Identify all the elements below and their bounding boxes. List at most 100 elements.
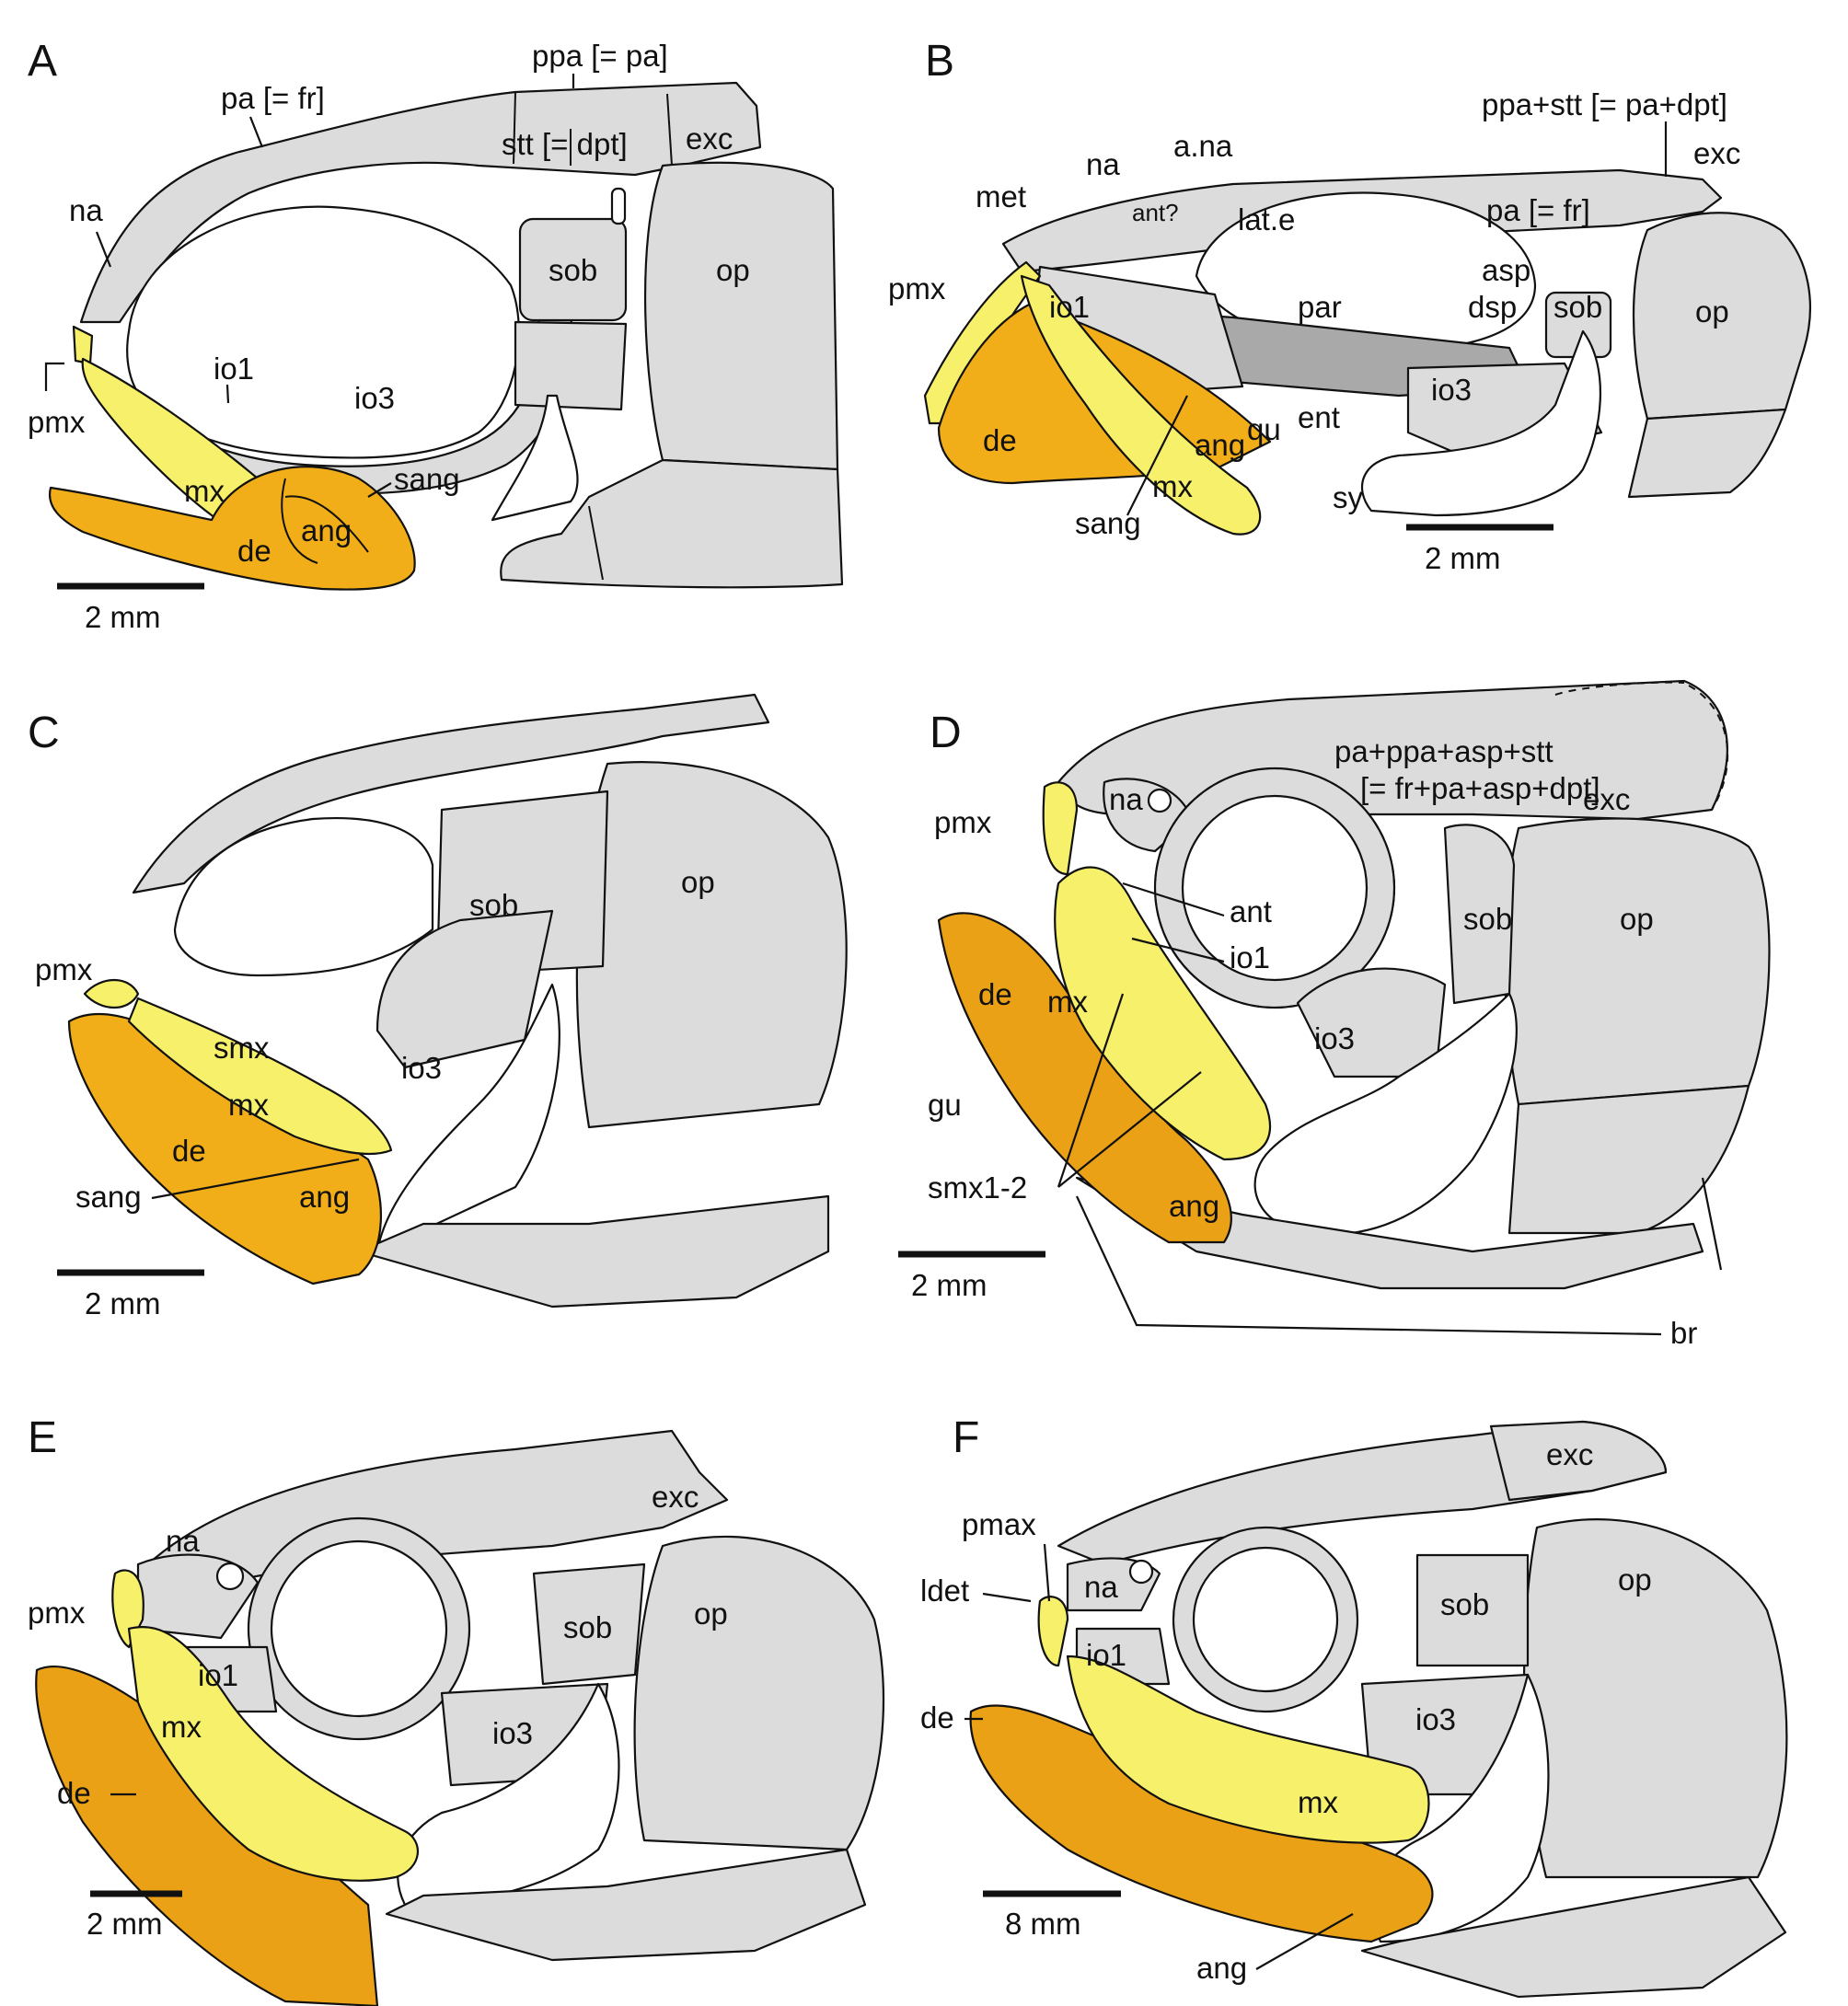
- b-opercle: [1632, 212, 1811, 421]
- d-branchiostegals: [1075, 1176, 1704, 1290]
- b-par-label: par: [1298, 290, 1342, 324]
- d-suborbital: [1443, 824, 1516, 1005]
- panel-e-letter: E: [28, 1413, 57, 1462]
- c-skull-roof: [132, 693, 770, 894]
- e-na-label: na: [166, 1524, 200, 1558]
- d-sob-label: sob: [1463, 902, 1512, 936]
- b-lat-e-label: lat.e: [1238, 202, 1295, 236]
- a-ang-label: ang: [301, 513, 352, 548]
- c-maxilla: [127, 997, 393, 1156]
- f-ldet-label: ldet: [920, 1574, 969, 1608]
- f-sob-label: sob: [1440, 1587, 1489, 1621]
- a-stt-label: stt [= dpt]: [502, 127, 628, 161]
- e-io3-label: io3: [492, 1716, 533, 1750]
- a-opercle: [644, 161, 839, 471]
- a-io1-label: io1: [214, 352, 254, 386]
- panel-e: E exc na pmx io1 sob op mx io3 de 2 mm: [28, 1413, 885, 2006]
- c-smx-label: smx: [214, 1031, 270, 1065]
- d-smx-label: smx1-2: [928, 1170, 1027, 1205]
- b-na-label: na: [1086, 147, 1120, 181]
- c-premaxilla: [83, 979, 140, 1009]
- b-ppa-stt-label: ppa+stt [= pa+dpt]: [1482, 87, 1727, 121]
- b-subopercle: [1627, 408, 1787, 499]
- f-scale-label: 8 mm: [1005, 1907, 1081, 1941]
- e-opercle: [633, 1535, 885, 1851]
- b-mx-label: mx: [1152, 469, 1193, 503]
- f-ang-label: ang: [1196, 1951, 1247, 1985]
- a-preopercle: [491, 394, 579, 522]
- panel-c-letter: C: [28, 709, 60, 757]
- d-io1-label: io1: [1230, 940, 1270, 974]
- f-premaxilla: [1037, 1596, 1069, 1667]
- e-exc-label: exc: [652, 1480, 699, 1514]
- d-ang-label: ang: [1169, 1189, 1219, 1223]
- a-pmx-label: pmx: [28, 405, 86, 439]
- d-de-label: de: [978, 977, 1012, 1011]
- a-sob-label: sob: [549, 253, 597, 287]
- d-na-label: na: [1109, 782, 1143, 816]
- panel-f: F exc pmax ldet na sob op io1 io3 de mx …: [920, 1413, 1788, 1999]
- c-pmx-label: pmx: [35, 952, 93, 986]
- f-exc: [1489, 1420, 1668, 1502]
- d-roof-eq-label: [= fr+pa+asp+dpt]: [1360, 771, 1600, 805]
- d-scale-label: 2 mm: [911, 1268, 988, 1302]
- a-subopercle: [500, 458, 844, 589]
- c-de-label: de: [172, 1134, 206, 1168]
- f-io1-label: io1: [1086, 1638, 1126, 1672]
- d-io3-label: io3: [1314, 1021, 1355, 1055]
- panel-b-letter: B: [925, 37, 954, 86]
- b-maxilla: [1020, 274, 1262, 536]
- b-sy-label: sy: [1333, 480, 1364, 514]
- b-preopercle: [1360, 329, 1602, 517]
- f-op-label: op: [1618, 1562, 1652, 1597]
- d-roof-label: pa+ppa+asp+stt: [1334, 734, 1553, 768]
- c-opercle: [575, 761, 848, 1129]
- f-na-label: na: [1084, 1570, 1118, 1604]
- d-pmx-label: pmx: [934, 805, 992, 839]
- b-met-label: met: [976, 179, 1026, 213]
- c-op-label: op: [681, 865, 715, 899]
- panel-d-letter: D: [930, 709, 962, 757]
- b-exc-label: exc: [1693, 136, 1740, 170]
- b-a-na-label: a.na: [1173, 129, 1233, 163]
- a-suborbital-lower: [514, 320, 628, 411]
- d-br-label: br: [1670, 1316, 1697, 1350]
- c-infraorbital-3: [375, 909, 554, 1069]
- b-sob-label: sob: [1553, 290, 1602, 324]
- d-ant-label: ant: [1230, 894, 1272, 928]
- a-op-label: op: [716, 253, 750, 287]
- b-qu-label: qu: [1247, 412, 1281, 446]
- a-orbit: [126, 205, 520, 459]
- b-pa-label: pa [= fr]: [1486, 193, 1590, 227]
- c-mx-label: mx: [228, 1088, 269, 1122]
- f-opercle: [1522, 1518, 1788, 1879]
- f-mx-label: mx: [1298, 1785, 1338, 1819]
- c-sang-label: sang: [75, 1180, 142, 1214]
- e-pmx-label: pmx: [28, 1596, 86, 1630]
- c-scale-label: 2 mm: [85, 1286, 161, 1320]
- e-maxilla: [127, 1626, 419, 1882]
- a-skull-roof: [79, 81, 762, 324]
- b-asp-label: asp: [1482, 253, 1530, 287]
- e-mx-label: mx: [161, 1710, 202, 1744]
- a-mx-label: mx: [184, 474, 225, 508]
- d-premaxilla: [1042, 781, 1079, 876]
- a-na-label: na: [69, 193, 103, 227]
- b-pmx-label: pmx: [888, 271, 946, 306]
- a-sang-label: sang: [394, 462, 460, 496]
- d-subopercle: [1507, 1084, 1750, 1235]
- d-mandible: [937, 912, 1232, 1244]
- d-mx-label: mx: [1047, 985, 1088, 1019]
- b-sang-label: sang: [1075, 506, 1141, 540]
- f-io3-label: io3: [1415, 1702, 1456, 1736]
- c-orbit: [173, 817, 434, 977]
- b-ant-label: ant?: [1132, 199, 1179, 226]
- f-pmax-label: pmax: [962, 1507, 1036, 1541]
- d-op-label: op: [1620, 902, 1654, 936]
- e-suborbital: [532, 1562, 646, 1686]
- panel-a: A ppa [= pa] pa [= fr] stt [= dpt] exc n…: [28, 37, 844, 634]
- d-gu-label: gu: [928, 1088, 962, 1122]
- e-branchiostegals: [385, 1848, 867, 1962]
- f-de-label: de: [920, 1700, 954, 1735]
